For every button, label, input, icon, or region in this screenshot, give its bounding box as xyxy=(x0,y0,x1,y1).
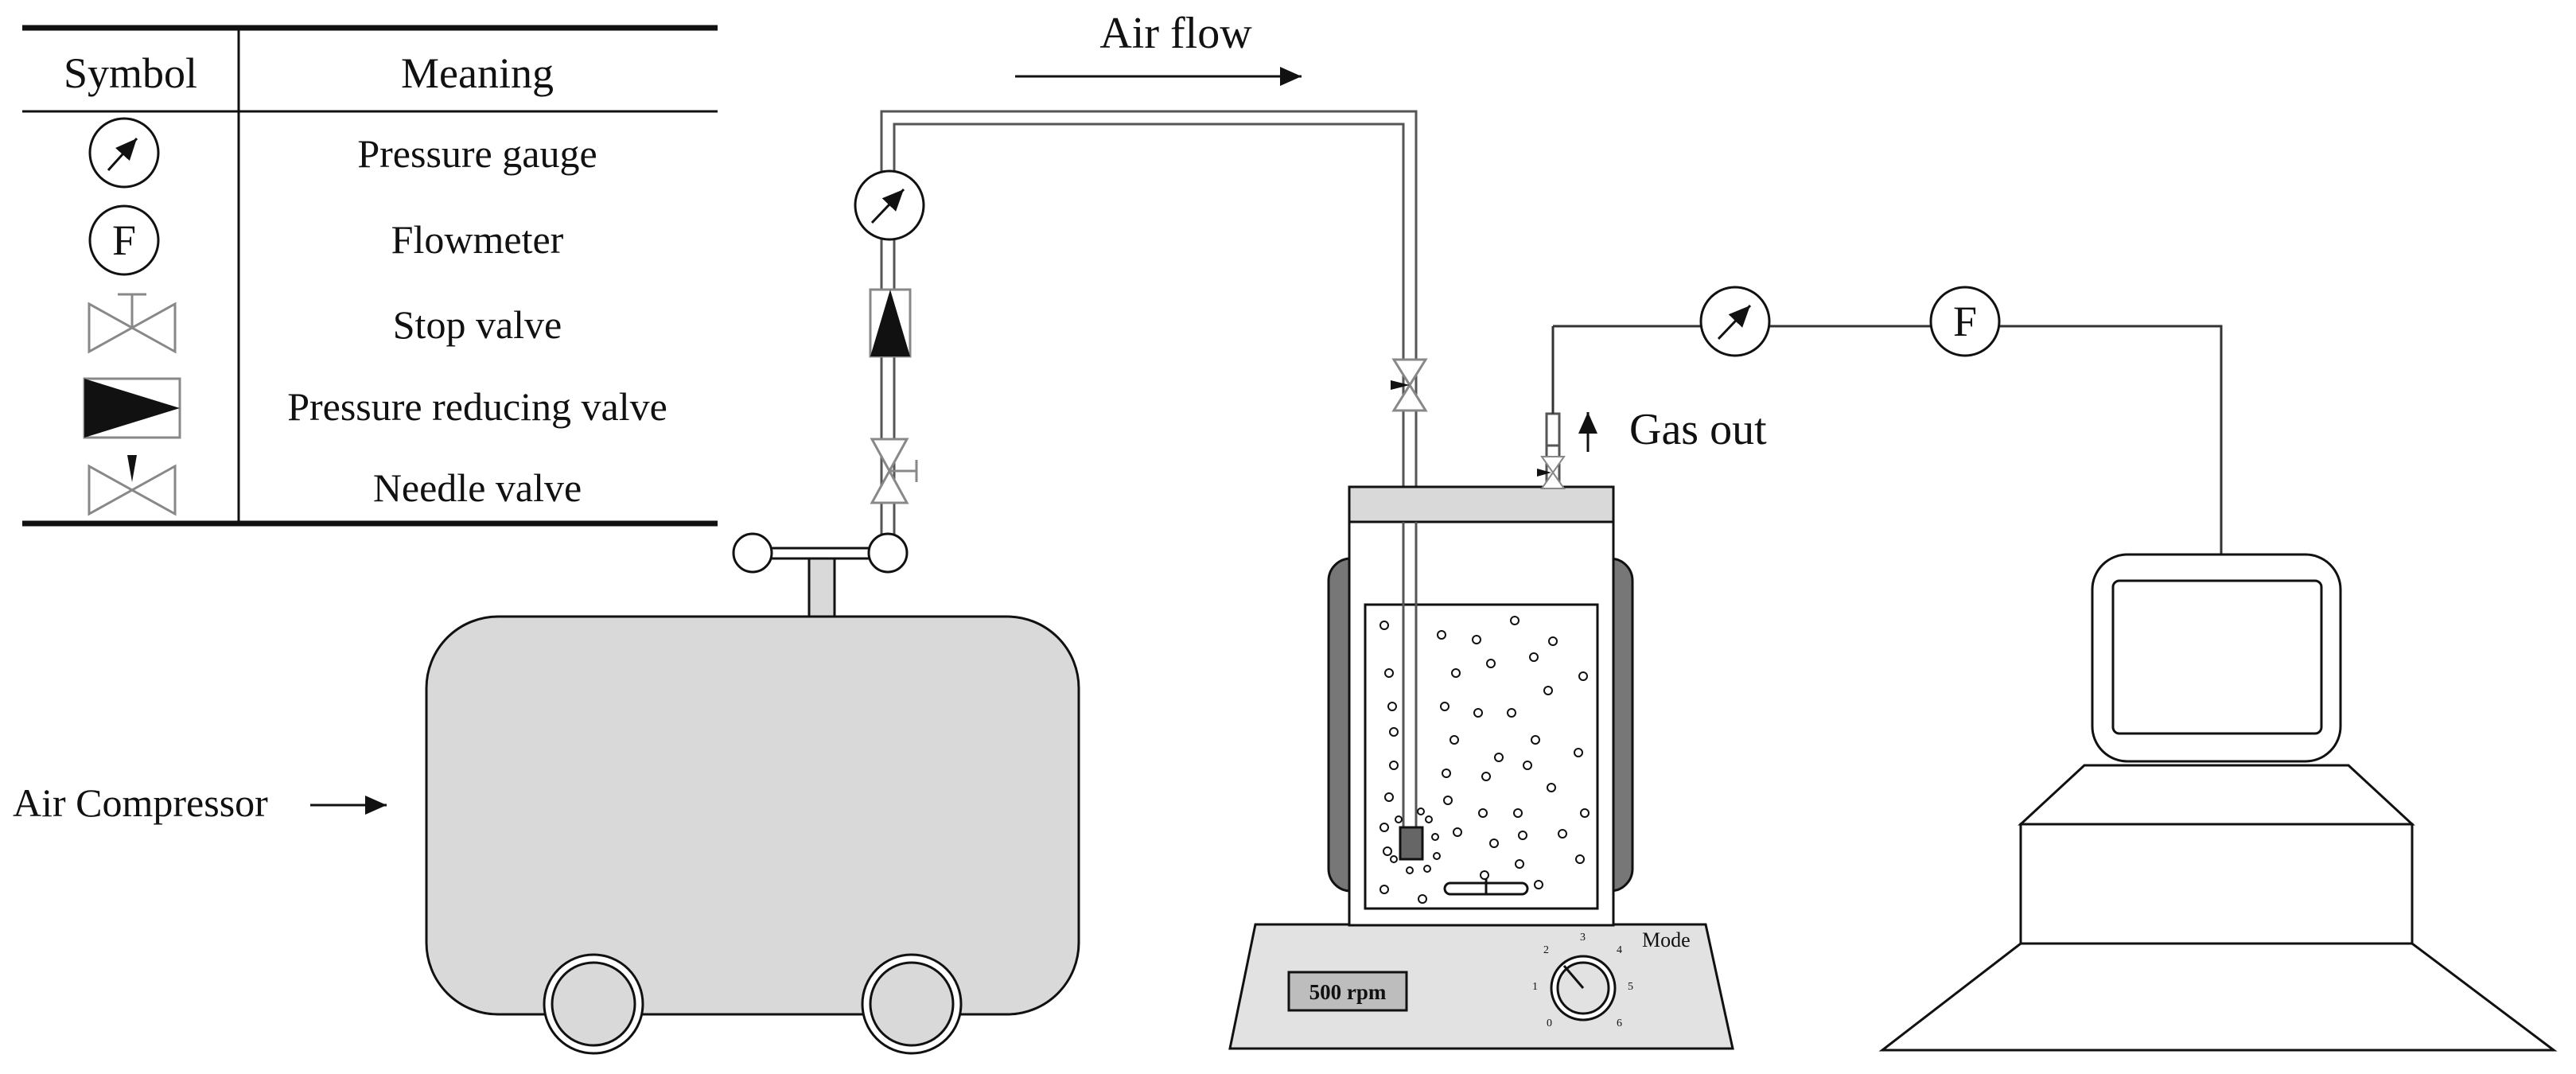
legend-meaning-pressure-reducing-valve: Pressure reducing valve xyxy=(287,384,667,429)
gas-out-callout: Gas out xyxy=(1578,405,1767,454)
air-compressor-label: Air Compressor xyxy=(13,780,268,825)
flowmeter-icon-letter: F xyxy=(112,216,136,264)
computer-screen xyxy=(2111,579,2323,735)
stirrer-speed-readout: 500 rpm xyxy=(1309,980,1387,1004)
legend-header-symbol: Symbol xyxy=(64,49,197,97)
gas-bubbles xyxy=(1379,616,1590,904)
compressor-tank xyxy=(425,615,1080,1016)
legend-meaning-flowmeter: Flowmeter xyxy=(391,217,564,262)
dial-tick-2: 2 xyxy=(1543,944,1549,956)
gas-sparger xyxy=(1399,826,1424,861)
legend-meaning-pressure-gauge: Pressure gauge xyxy=(357,131,597,176)
pressure-gauge-icon xyxy=(88,117,160,189)
gas-analysis-line xyxy=(1553,325,2223,557)
stirrer-display xyxy=(1287,971,1408,1012)
outlet-flowmeter: F xyxy=(1929,286,2001,357)
dial-tick-6: 6 xyxy=(1617,1018,1622,1029)
air-flow-indicator: Air flow xyxy=(1015,9,1302,86)
supply-pressure-gauge xyxy=(854,169,925,241)
air-flow-label: Air flow xyxy=(1099,9,1252,58)
gas-analyzer-computer xyxy=(1878,553,2558,1052)
computer-base xyxy=(1878,942,2558,1052)
dial-tick-0: 0 xyxy=(1547,1018,1552,1029)
legend-table: Symbol Meaning Pressure gauge F Flowmete… xyxy=(22,25,718,527)
dial-tick-1: 1 xyxy=(1532,981,1538,993)
air-compressor-callout: Air Compressor xyxy=(13,780,387,825)
legend-meaning-stop-valve: Stop valve xyxy=(393,302,562,347)
reactor-lid xyxy=(1348,485,1615,523)
magnetic-stirrer: 500 rpm Mode 0 1 2 3 4 5 6 xyxy=(1228,923,1734,1050)
gas-outlet xyxy=(1537,326,1566,489)
reactor-liquid xyxy=(1364,603,1599,910)
stirrer-mode-label: Mode xyxy=(1642,928,1691,951)
compressor-wheel-left xyxy=(543,953,644,1055)
reactor-vessel xyxy=(1327,485,1634,927)
supply-pressure-reducing-valve xyxy=(869,288,912,358)
inlet-needle-valve xyxy=(1391,358,1428,412)
gas-out-label: Gas out xyxy=(1629,405,1767,454)
supply-stop-valve xyxy=(870,438,918,504)
air-compressor xyxy=(425,532,1080,1055)
stir-bar xyxy=(1443,877,1529,896)
flowmeter-icon: F xyxy=(88,204,160,276)
outlet-pressure-gauge xyxy=(1699,286,1771,357)
compressor-right-knob xyxy=(867,532,909,574)
dial-tick-4: 4 xyxy=(1617,944,1622,956)
legend-header-meaning: Meaning xyxy=(401,49,554,97)
computer-case xyxy=(2019,823,2414,945)
stop-valve-icon xyxy=(88,293,177,354)
outlet-flowmeter-letter: F xyxy=(1953,298,1977,345)
stirrer-dial-ticks: 0 1 2 3 4 5 6 xyxy=(1532,932,1633,1029)
dial-tick-5: 5 xyxy=(1628,981,1633,993)
legend-meaning-needle-valve: Needle valve xyxy=(373,465,582,510)
pressure-reducing-valve-icon xyxy=(83,377,181,439)
stirrer-speed-knob xyxy=(1550,955,1617,1021)
needle-valve-icon xyxy=(88,455,177,516)
compressor-wheel-right xyxy=(861,953,963,1055)
dial-tick-3: 3 xyxy=(1580,932,1586,944)
compressor-left-knob xyxy=(732,532,773,574)
